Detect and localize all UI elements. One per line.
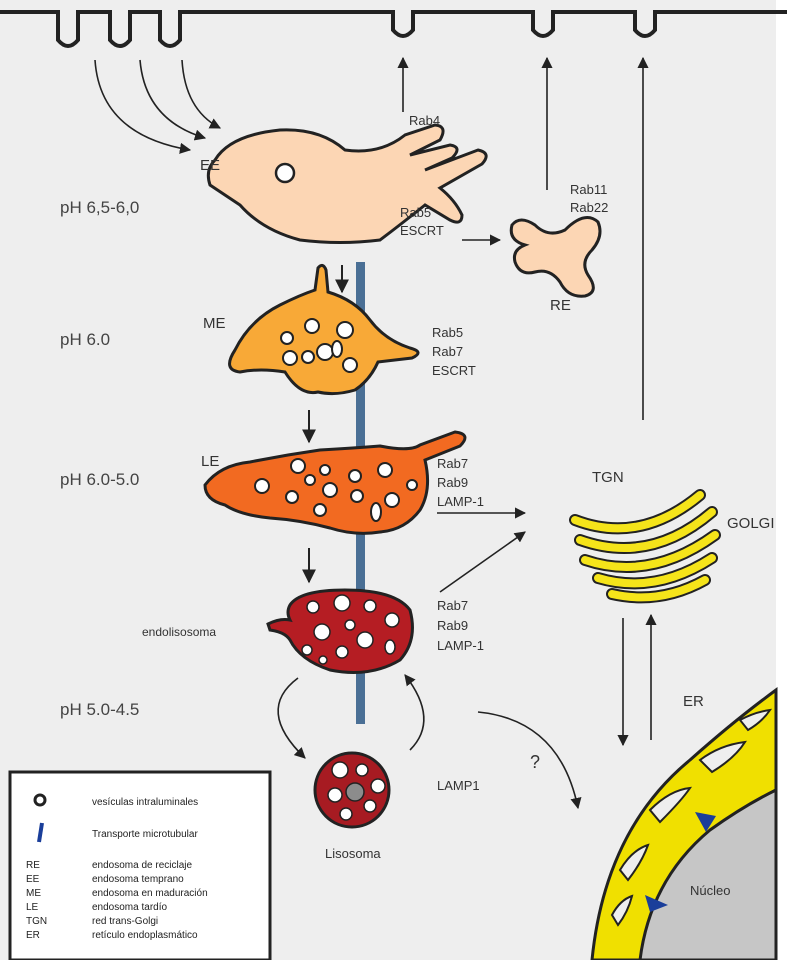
legend-microtubule: Transporte microtubular — [92, 829, 198, 840]
marker-ee-2: ESCRT — [400, 223, 444, 238]
label-question: ? — [530, 752, 540, 772]
legend-abbr-description: endosoma temprano — [92, 874, 184, 885]
label-er: ER — [683, 693, 704, 710]
legend-box: vesículas intraluminales Transporte micr… — [10, 772, 270, 960]
label-nucleo: Núcleo — [690, 883, 730, 898]
label-tgn: TGN — [592, 469, 624, 486]
ph-level-4: pH 5.0-4.5 — [60, 700, 139, 719]
marker-me-3: ESCRT — [432, 363, 476, 378]
marker-endolisosoma-3: LAMP-1 — [437, 638, 484, 653]
legend-abbr: ER — [26, 930, 40, 941]
label-ee: EE — [200, 157, 220, 174]
legend-abbr: ME — [26, 888, 41, 899]
legend-abbr-description: red trans-Golgi — [92, 916, 158, 927]
label-lisosoma: Lisosoma — [325, 846, 381, 861]
lysosome — [315, 753, 389, 827]
legend-abbr-description: endosoma tardío — [92, 902, 167, 913]
label-golgi: GOLGI — [727, 515, 775, 532]
marker-endolisosoma-2: Rab9 — [437, 618, 468, 633]
marker-le-2: Rab9 — [437, 475, 468, 490]
legend-vesicles: vesículas intraluminales — [92, 797, 198, 808]
marker-re-1: Rab11 — [570, 182, 607, 197]
legend-abbr-description: endosoma en maduración — [92, 888, 208, 899]
marker-endolisosoma-1: Rab7 — [437, 598, 468, 613]
legend-abbr: RE — [26, 860, 40, 871]
marker-le-1: Rab7 — [437, 456, 468, 471]
ph-level-3: pH 6.0-5.0 — [60, 470, 139, 489]
marker-ee-1: Rab5 — [400, 205, 431, 220]
legend-abbr: LE — [26, 902, 39, 913]
ph-level-2: pH 6.0 — [60, 330, 110, 349]
label-endolisosoma: endolisosoma — [142, 625, 216, 639]
ph-level-1: pH 6,5-6,0 — [60, 198, 139, 217]
marker-lisosoma: LAMP1 — [437, 778, 480, 793]
legend-abbr: TGN — [26, 916, 47, 927]
right-edge-strip — [776, 0, 787, 960]
legend-abbr-description: endosoma de reciclaje — [92, 860, 192, 871]
legend-abbr: EE — [26, 874, 40, 885]
marker-me-2: Rab7 — [432, 344, 463, 359]
marker-le-3: LAMP-1 — [437, 494, 484, 509]
vesicle-legend-icon — [35, 795, 45, 805]
marker-ee-top: Rab4 — [409, 113, 440, 128]
marker-me-1: Rab5 — [432, 325, 463, 340]
marker-re-2: Rab22 — [570, 200, 608, 215]
label-re: RE — [550, 297, 571, 314]
label-me: ME — [203, 315, 226, 332]
legend-abbr-description: retículo endoplasmático — [92, 930, 198, 941]
label-le: LE — [201, 453, 219, 470]
